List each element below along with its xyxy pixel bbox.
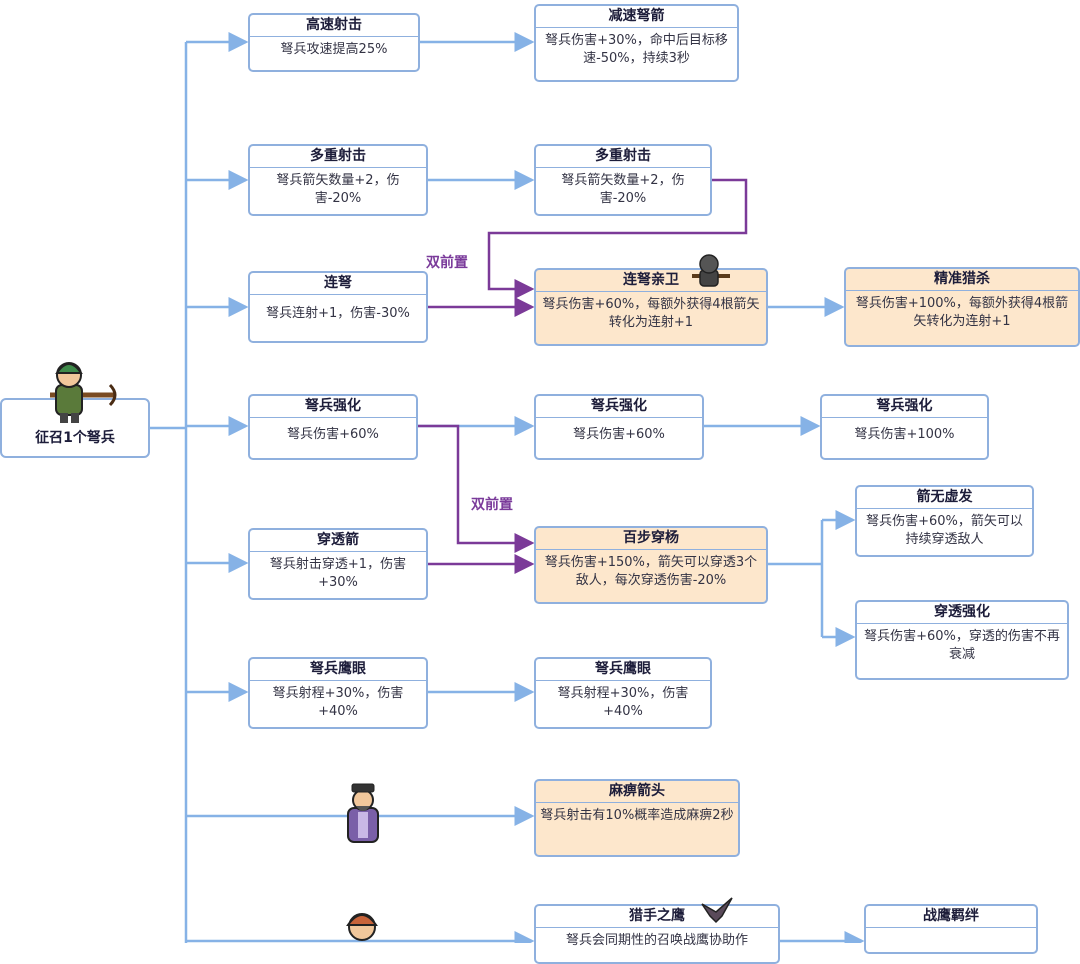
node-desc: 弩兵伤害+60% [573, 427, 665, 442]
node-hundred-pace[interactable]: 百步穿杨 弩兵伤害+150%，箭矢可以穿透3个敌人，每次穿透伤害-20% [534, 526, 768, 604]
node-title: 减速弩箭 [536, 6, 737, 28]
node-desc: 弩兵射程+30%，伤害+40% [557, 686, 689, 719]
node-title: 高速射击 [250, 15, 418, 37]
node-rapid-fire[interactable]: 高速射击 弩兵攻速提高25% [248, 13, 420, 72]
node-title: 弩兵强化 [822, 396, 987, 418]
dual-prereq-label: 双前置 [471, 497, 513, 513]
crossbow-guard-icon [688, 252, 732, 288]
node-desc: 弩兵射击有10%概率造成麻痹2秒 [540, 808, 734, 823]
node-desc: 弩兵会同期性的召唤战鹰协助作 [565, 933, 748, 948]
node-title: 连弩亲卫 [536, 270, 766, 292]
node-desc: 弩兵伤害+60% [287, 427, 379, 442]
node-title: 弩兵鹰眼 [536, 659, 710, 681]
node-desc [866, 928, 1036, 932]
node-desc: 弩兵箭矢数量+2，伤害-20% [561, 173, 685, 206]
node-never-miss[interactable]: 箭无虚发 弩兵伤害+60%，箭矢可以持续穿透敌人 [855, 485, 1034, 557]
node-desc: 弩兵连射+1，伤害-30% [266, 306, 410, 321]
node-crossbow-boost-3[interactable]: 弩兵强化 弩兵伤害+100% [820, 394, 989, 460]
root-label: 征召1个弩兵 [35, 430, 115, 446]
node-desc: 弩兵射击穿透+1，伤害+30% [269, 557, 407, 590]
node-title: 战鹰羁绊 [866, 906, 1036, 928]
node-title: 猎手之鹰 [536, 906, 778, 928]
node-desc: 弩兵伤害+100% [854, 427, 955, 442]
node-desc: 弩兵伤害+30%，命中后目标移速-50%，持续3秒 [545, 33, 728, 66]
node-title: 百步穿杨 [536, 528, 766, 550]
node-title: 弩兵强化 [250, 396, 416, 418]
node-piercing-arrow[interactable]: 穿透箭 弩兵射击穿透+1，伤害+30% [248, 528, 428, 600]
node-repeating-crossbow[interactable]: 连弩 弩兵连射+1，伤害-30% [248, 271, 428, 343]
node-desc: 弩兵箭矢数量+2，伤害-20% [276, 173, 400, 206]
node-title: 弩兵鹰眼 [250, 659, 426, 681]
node-desc: 弩兵伤害+100%，每额外获得4根箭矢转化为连射+1 [855, 296, 1069, 329]
hunter-icon [340, 905, 384, 943]
node-slowing-bolt[interactable]: 减速弩箭 弩兵伤害+30%，命中后目标移速-50%，持续3秒 [534, 4, 739, 82]
node-eagle-eye-1[interactable]: 弩兵鹰眼 弩兵射程+30%，伤害+40% [248, 657, 428, 729]
node-title: 穿透箭 [250, 530, 426, 552]
node-title: 多重射击 [536, 146, 710, 168]
node-eagle-bond[interactable]: 战鹰羁绊 [864, 904, 1038, 954]
node-title: 箭无虚发 [857, 487, 1032, 509]
eagle-icon [700, 894, 734, 924]
node-title: 精准猎杀 [846, 269, 1078, 291]
node-precise-hunt[interactable]: 精准猎杀 弩兵伤害+100%，每额外获得4根箭矢转化为连射+1 [844, 267, 1080, 347]
connector-lines [150, 32, 865, 943]
advisor-icon [342, 782, 384, 846]
node-desc: 弩兵伤害+60%，箭矢可以持续穿透敌人 [866, 514, 1023, 547]
node-title: 弩兵强化 [536, 396, 702, 418]
node-desc: 弩兵伤害+60%，穿透的伤害不再衰减 [864, 629, 1060, 662]
node-multishot-2[interactable]: 多重射击 弩兵箭矢数量+2，伤害-20% [534, 144, 712, 216]
node-desc: 弩兵伤害+60%，每额外获得4根箭矢转化为连射+1 [542, 297, 760, 330]
node-desc: 弩兵攻速提高25% [280, 42, 388, 57]
node-eagle-eye-2[interactable]: 弩兵鹰眼 弩兵射程+30%，伤害+40% [534, 657, 712, 729]
node-multishot-1[interactable]: 多重射击 弩兵箭矢数量+2，伤害-20% [248, 144, 428, 216]
node-desc: 弩兵伤害+150%，箭矢可以穿透3个敌人，每次穿透伤害-20% [544, 555, 758, 588]
node-crossbow-boost-2[interactable]: 弩兵强化 弩兵伤害+60% [534, 394, 704, 460]
dual-prereq-label: 双前置 [426, 255, 468, 271]
crossbow-soldier-icon [40, 355, 120, 425]
node-hunter-eagle[interactable]: 猎手之鹰 弩兵会同期性的召唤战鹰协助作 [534, 904, 780, 964]
node-crossbow-boost-1[interactable]: 弩兵强化 弩兵伤害+60% [248, 394, 418, 460]
node-title: 麻痹箭头 [536, 781, 738, 803]
node-title: 多重射击 [250, 146, 426, 168]
node-pierce-boost[interactable]: 穿透强化 弩兵伤害+60%，穿透的伤害不再衰减 [855, 600, 1069, 680]
node-paralysis-arrowhead[interactable]: 麻痹箭头 弩兵射击有10%概率造成麻痹2秒 [534, 779, 740, 857]
node-title: 穿透强化 [857, 602, 1067, 624]
node-title: 连弩 [250, 273, 426, 295]
node-crossbow-guard[interactable]: 连弩亲卫 弩兵伤害+60%，每额外获得4根箭矢转化为连射+1 [534, 268, 768, 346]
node-desc: 弩兵射程+30%，伤害+40% [272, 686, 404, 719]
